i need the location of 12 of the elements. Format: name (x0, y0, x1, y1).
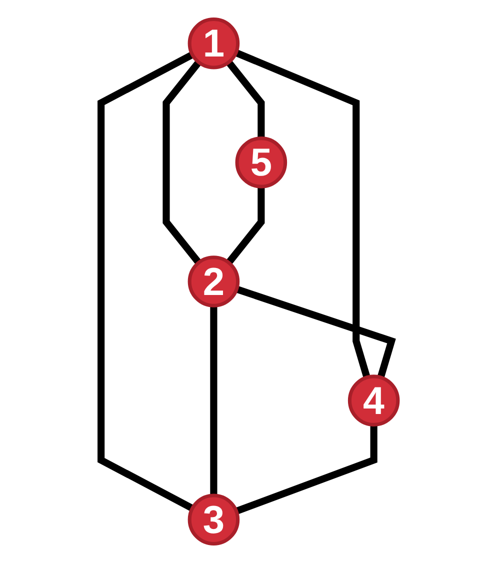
node-circle: 5 (235, 136, 288, 188)
connector (235, 286, 396, 378)
connector (235, 424, 378, 515)
connector (98, 52, 194, 512)
node-circle: 1 (188, 17, 240, 70)
connector (210, 306, 218, 496)
connector (162, 60, 202, 265)
node-circle: 4 (348, 374, 400, 426)
node-circle: 3 (188, 494, 240, 546)
connector (226, 186, 265, 265)
node-circle: 2 (188, 256, 240, 308)
connector (226, 60, 265, 138)
